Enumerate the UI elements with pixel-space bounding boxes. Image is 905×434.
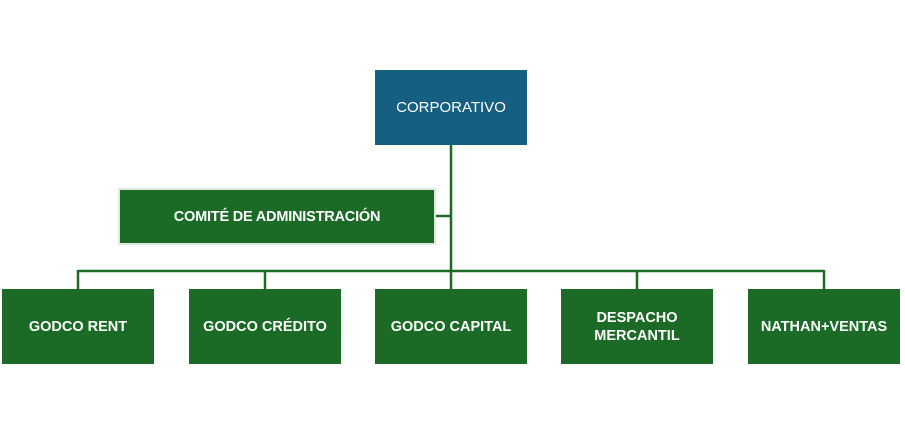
node-unit-label: GODCO CAPITAL <box>390 318 512 335</box>
node-nathan-ventas: NATHAN+VENTAS <box>748 289 900 364</box>
node-unit-label: DESPACHO MERCANTIL <box>594 309 680 344</box>
node-unit-label: GODCO RENT <box>28 318 128 335</box>
node-godco-credito: GODCO CRÉDITO <box>189 289 341 364</box>
node-comite-administracion: COMITÉ DE ADMINISTRACIÓN <box>118 188 436 245</box>
node-corporativo-label: CORPORATIVO <box>396 98 506 116</box>
node-godco-rent: GODCO RENT <box>2 289 154 364</box>
node-comite-label: COMITÉ DE ADMINISTRACIÓN <box>173 208 381 225</box>
node-godco-capital: GODCO CAPITAL <box>375 289 527 364</box>
node-corporativo: CORPORATIVO <box>375 70 527 145</box>
node-unit-label: GODCO CRÉDITO <box>203 318 327 335</box>
node-despacho-mercantil: DESPACHO MERCANTIL <box>561 289 713 364</box>
node-unit-label: NATHAN+VENTAS <box>760 318 888 335</box>
